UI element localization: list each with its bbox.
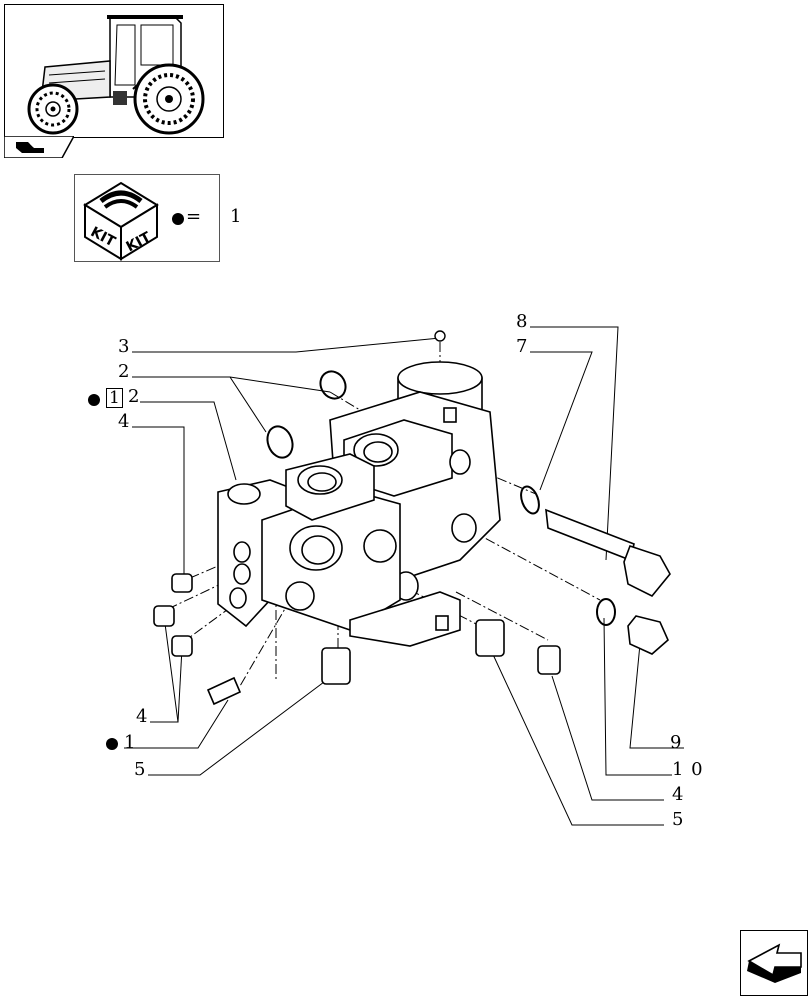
kit-number: 1: [230, 206, 242, 227]
callout-12-suffix: 2: [128, 386, 141, 407]
tractor-icon: [27, 15, 205, 135]
callout-2: 2: [118, 361, 131, 382]
next-page-button[interactable]: [740, 930, 808, 996]
kit-box-icon: KIT KIT: [83, 181, 159, 261]
callout-10: 1 0: [672, 759, 704, 780]
kit-bullet-icon: [88, 394, 100, 406]
section-tab: [4, 136, 74, 158]
section-tab-icon: [4, 136, 74, 158]
callout-12-boxed: 1: [106, 388, 123, 408]
callout-4-top: 4: [118, 411, 131, 432]
kit-legend: KIT KIT: [74, 174, 220, 262]
callout-4-bottom: 4: [136, 706, 149, 727]
kit-equals: =: [186, 206, 202, 227]
tractor-thumbnail: [4, 4, 224, 138]
callout-8: 8: [516, 311, 529, 332]
callout-7: 7: [516, 336, 529, 357]
callout-9: 9: [670, 732, 683, 753]
callout-5-right: 5: [672, 809, 685, 830]
callout-5-left: 5: [134, 759, 147, 780]
callout-3: 3: [118, 336, 131, 357]
kit-bullet-icon: [172, 213, 184, 225]
arrow-icon: [747, 943, 802, 983]
callout-4-right: 4: [672, 784, 685, 805]
callout-1: 1: [124, 732, 137, 753]
kit-bullet-icon: [106, 738, 118, 750]
